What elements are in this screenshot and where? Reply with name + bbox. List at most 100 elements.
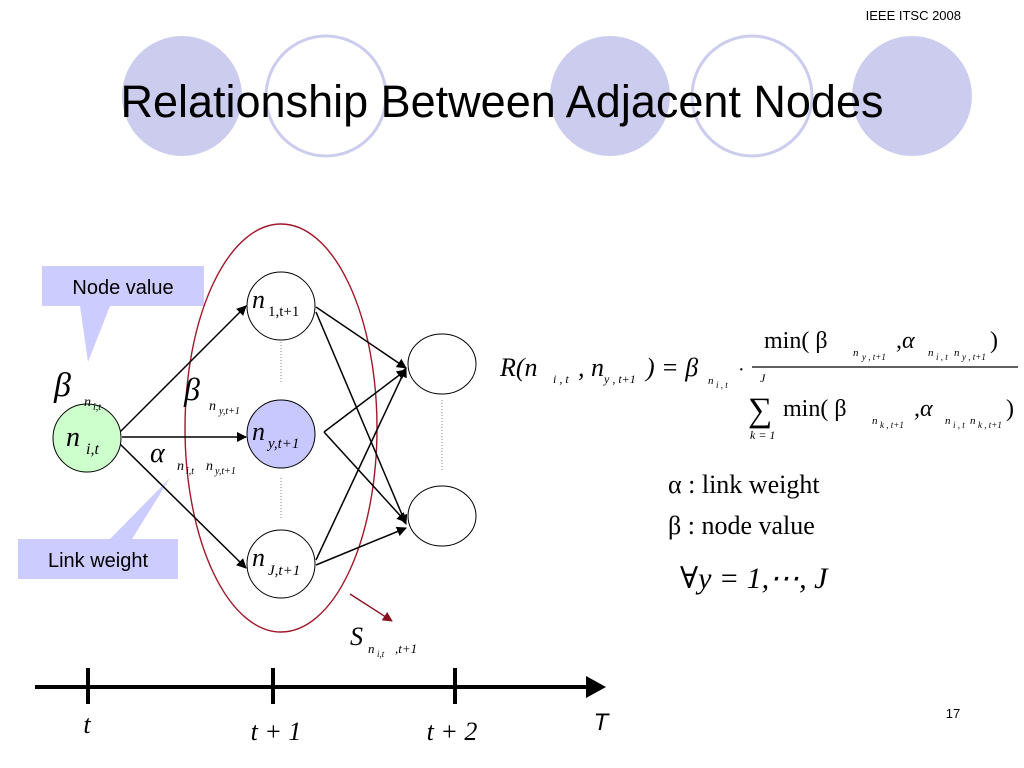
timeline-arrowhead	[586, 676, 606, 698]
beta-ny-base: β	[183, 371, 200, 407]
node-n1: n 1,t+1	[246, 271, 316, 341]
beta-source-label: β n i,t	[53, 367, 101, 413]
callout-node-value: Node value	[42, 266, 204, 362]
set-label-sub: n	[368, 641, 375, 656]
edge-ny-r2	[323, 431, 407, 523]
node-right-2	[407, 485, 477, 547]
callout-link-weight-shape	[18, 478, 178, 579]
beta-ny-label: β n y,t+1	[183, 371, 240, 417]
eq-den-a-subsub1: i , t	[953, 420, 965, 430]
edge-ny-r1	[323, 369, 407, 433]
beta-ny-subsub: y,t+1	[218, 406, 240, 417]
timeline-label-t: t	[83, 710, 91, 739]
edge-source-n1	[119, 305, 247, 433]
node-ny-circle	[246, 399, 316, 469]
eq-sum-bottom: k = 1	[750, 428, 775, 442]
eq-lhs-beta-subsub: i , t	[716, 380, 728, 390]
eq-den-b-sub: n	[872, 415, 878, 427]
timeline-axis-label: T	[594, 709, 611, 736]
next-nodes-ellipse	[184, 223, 378, 633]
eq-num-a-subsub2: y , t+1	[961, 352, 986, 362]
alpha-link-sub2: n	[206, 459, 213, 474]
alpha-link-sub2sub: y,t+1	[214, 466, 236, 477]
eq-lhs-sub2: y , t+1	[603, 372, 636, 386]
node-source-base: n	[66, 422, 80, 453]
eq-num-a-sub: n	[928, 347, 934, 359]
eq-lhs-sub1: i , t	[553, 372, 569, 386]
beta-source-subsub: i,t	[93, 402, 101, 413]
callout-node-value-shape	[42, 266, 204, 362]
edge-n1-r2	[315, 311, 408, 525]
eq-num-pre: min( β	[764, 328, 828, 354]
deco-circle-outline-1	[264, 34, 388, 158]
edge-nJ-r2	[315, 526, 407, 566]
eq-den-end: )	[1006, 396, 1014, 422]
beta-ny-sub: n	[209, 399, 216, 414]
node-nJ-sub: J,t+1	[268, 563, 300, 579]
set-label-subsub: i,t	[377, 649, 385, 659]
set-label: S n i,t ,t+1	[350, 622, 417, 659]
node-ny-sub: y,t+1	[266, 436, 299, 452]
eq-den-a-sub: n	[945, 415, 951, 427]
eq-num-a-sub2: n	[954, 347, 960, 359]
eq-den-a-sub2: n	[970, 415, 976, 427]
timeline: t t + 1 t + 2 T	[35, 668, 611, 746]
callout-node-value-text: Node value	[72, 277, 173, 299]
eq-den-a-subsub2: k , t+1	[978, 420, 1002, 430]
page-number: 17	[946, 706, 960, 721]
eq-sum-top: J	[760, 371, 766, 385]
beta-source-base: β	[53, 367, 71, 404]
eq-num-b-subsub: y , t+1	[861, 352, 886, 362]
node-source-sub: i,t	[86, 441, 99, 458]
eq-den-comma: ,α	[914, 396, 933, 422]
node-nJ: n J,t+1	[246, 529, 316, 599]
set-arrow	[349, 593, 393, 622]
deco-circle-filled-2	[550, 36, 670, 156]
eq-den-pre: min( β	[783, 396, 847, 422]
edge-nJ-r1	[315, 367, 407, 561]
eq-num-b-sub: n	[853, 347, 859, 359]
node-n1-circle	[246, 271, 316, 341]
legend-beta: β : node value	[668, 511, 815, 540]
alpha-link-base: α	[150, 438, 166, 469]
eq-den-b-subsub: k , t+1	[880, 420, 904, 430]
edges	[119, 305, 408, 569]
eq-sum-sym: ∑	[748, 392, 772, 429]
node-ny-base: n	[252, 417, 265, 446]
node-ny: n y,t+1	[246, 399, 316, 469]
deco-circle-outline-2	[690, 34, 814, 158]
conference-label: IEEE ITSC 2008	[866, 8, 961, 23]
header-decoration	[122, 34, 972, 158]
eq-num-end: )	[990, 328, 998, 354]
node-right-1	[407, 333, 477, 395]
timeline-label-t2: t + 2	[427, 717, 478, 746]
eq-lhs-beta-sub: n	[708, 375, 714, 387]
deco-circle-filled-1	[122, 36, 242, 156]
eq-lhs-end: ) = β	[644, 353, 698, 382]
ranking-equation: R(n i , t , n y , t+1 ) = β n i , t · mi…	[499, 328, 1018, 442]
timeline-label-t1: t + 1	[251, 717, 302, 746]
node-source-circle	[52, 403, 122, 473]
eq-num-comma: ,α	[896, 328, 915, 354]
edge-n1-r1	[315, 306, 407, 369]
node-nJ-base: n	[252, 543, 265, 572]
beta-source-sub: n	[84, 395, 91, 410]
eq-lhs-mid: , n	[578, 353, 604, 382]
node-nJ-circle	[246, 529, 316, 599]
set-label-tail: ,t+1	[395, 641, 417, 656]
callout-link-weight-text: Link weight	[48, 550, 149, 572]
alpha-link-sub1sub: i,t	[186, 466, 194, 477]
alpha-link-label: α n i,t n y,t+1	[150, 438, 236, 477]
edge-source-nJ	[119, 443, 247, 569]
eq-num-a-subsub1: i , t	[936, 352, 948, 362]
node-source: n i,t	[52, 403, 122, 473]
legend-alpha: α : link weight	[668, 470, 820, 499]
eq-dot: ·	[738, 359, 745, 381]
node-n1-sub: 1,t+1	[268, 304, 299, 320]
alpha-link-sub1: n	[177, 459, 184, 474]
callout-link-weight: Link weight	[18, 478, 178, 579]
set-label-base: S	[350, 622, 363, 651]
eq-lhs: R(n	[499, 353, 538, 382]
node-n1-base: n	[252, 285, 265, 314]
